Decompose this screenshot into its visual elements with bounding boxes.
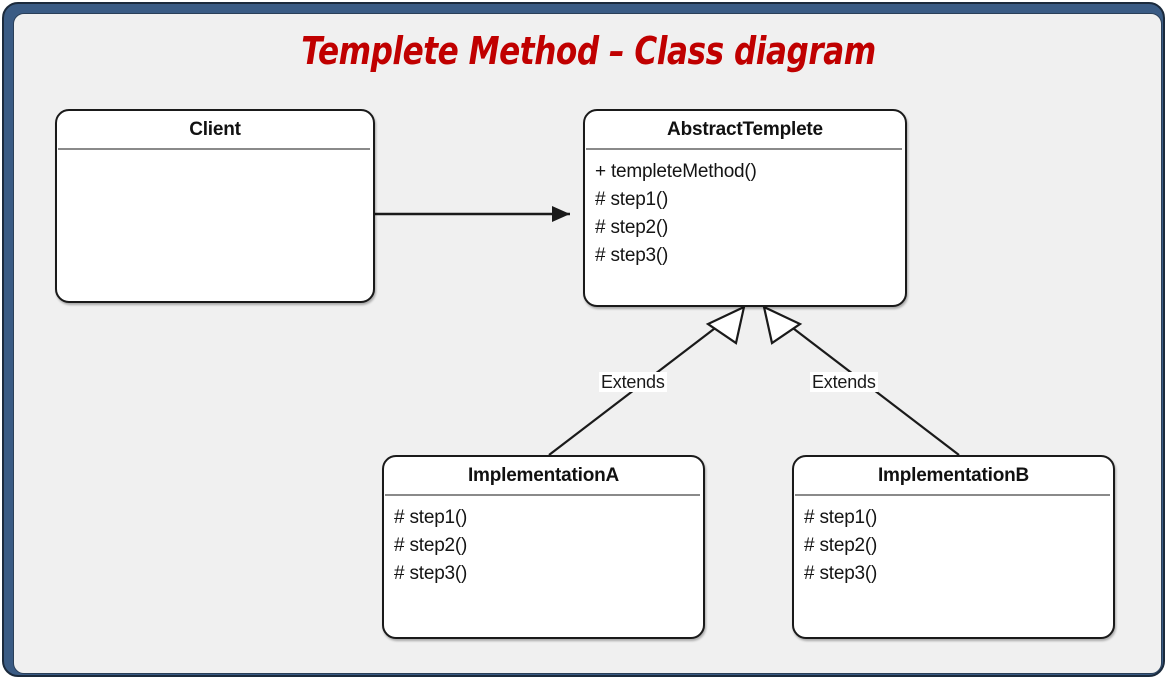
class-member: # step1() [595,189,669,210]
class-name-abstract-templete: AbstractTemplete [667,119,823,140]
edge-label-impl-b-extends: Extends [810,372,878,392]
edge-label-impl-a-extends: Extends [599,372,667,392]
class-box-abstract-templete[interactable]: AbstractTemplete + templeteMethod() # st… [583,109,907,307]
class-member: # step1() [394,507,468,528]
class-member: # step2() [595,217,669,238]
page-title: Templete Method – Class diagram [301,29,876,73]
class-name-client: Client [189,119,241,140]
class-member: + templeteMethod() [595,161,757,182]
class-box-implementation-a[interactable]: ImplementationA # step1() # step2() # st… [382,455,705,639]
class-divider [385,494,700,496]
class-box-implementation-b[interactable]: ImplementationB # step1() # step2() # st… [792,455,1115,639]
slide-content-area: Templete Method – Class diagram [13,13,1162,674]
class-name-implementation-b: ImplementationB [877,465,1030,486]
class-member: # step2() [804,535,878,556]
class-member: # step3() [804,563,878,584]
class-member: # step1() [804,507,878,528]
class-divider [58,148,370,150]
class-box-client[interactable]: Client [55,109,375,303]
class-member: # step2() [394,535,468,556]
connector-client-uses-abstract [375,206,570,222]
class-members-implementation-b: # step1() # step2() # step3() [794,496,1113,588]
class-name-implementation-a: ImplementationA [467,465,620,486]
class-members-abstract-templete: + templeteMethod() # step1() # step2() #… [585,150,905,270]
class-member: # step3() [394,563,468,584]
class-divider [586,148,902,150]
class-member: # step3() [595,245,669,266]
class-members-implementation-a: # step1() # step2() # step3() [384,496,703,588]
class-divider [795,494,1110,496]
